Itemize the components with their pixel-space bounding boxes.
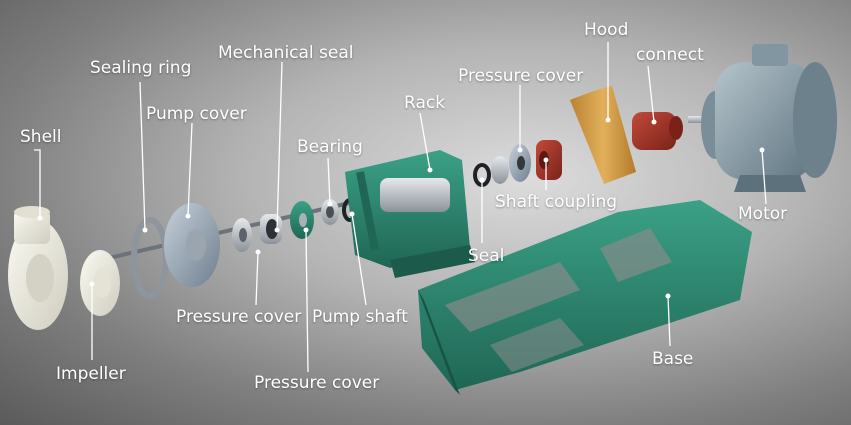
sealing-ring-part (131, 217, 169, 299)
label-pressure-cover-bottom: Pressure cover (254, 373, 380, 393)
label-base: Base (652, 349, 694, 369)
impeller-part (80, 250, 120, 316)
shell-part (8, 206, 68, 330)
mechanical-seal-part (260, 214, 282, 244)
pump-cover-part (164, 203, 220, 287)
rack-part (345, 150, 475, 278)
label-hood: Hood (584, 20, 629, 40)
label-bearing: Bearing (297, 137, 363, 157)
label-motor: Motor (738, 204, 788, 224)
pressure-cover-part-3 (491, 144, 531, 184)
label-pump-cover: Pump cover (146, 104, 247, 124)
label-pressure-cover-mid: Pressure cover (176, 307, 302, 327)
label-impeller: Impeller (56, 364, 126, 384)
shaft-coupling-part (536, 140, 562, 180)
pressure-cover-part-2 (290, 201, 314, 239)
leader-lines (34, 42, 767, 373)
label-mechanical-seal: Mechanical seal (218, 43, 354, 63)
label-shell: Shell (20, 127, 62, 147)
label-sealing-ring: Sealing ring (90, 58, 192, 78)
label-pump-shaft: Pump shaft (312, 307, 408, 327)
connect-part (632, 112, 683, 150)
hood-part (570, 86, 636, 184)
motor-part (688, 44, 837, 192)
label-pressure-cover-top: Pressure cover (458, 66, 584, 86)
label-connect: connect (636, 45, 704, 65)
base-part (418, 200, 752, 395)
label-rack: Rack (404, 93, 446, 113)
label-shaft-coupling: Shaft coupling (495, 192, 618, 212)
label-seal: Seal (468, 246, 505, 266)
pressure-cover-part-1 (232, 218, 252, 252)
